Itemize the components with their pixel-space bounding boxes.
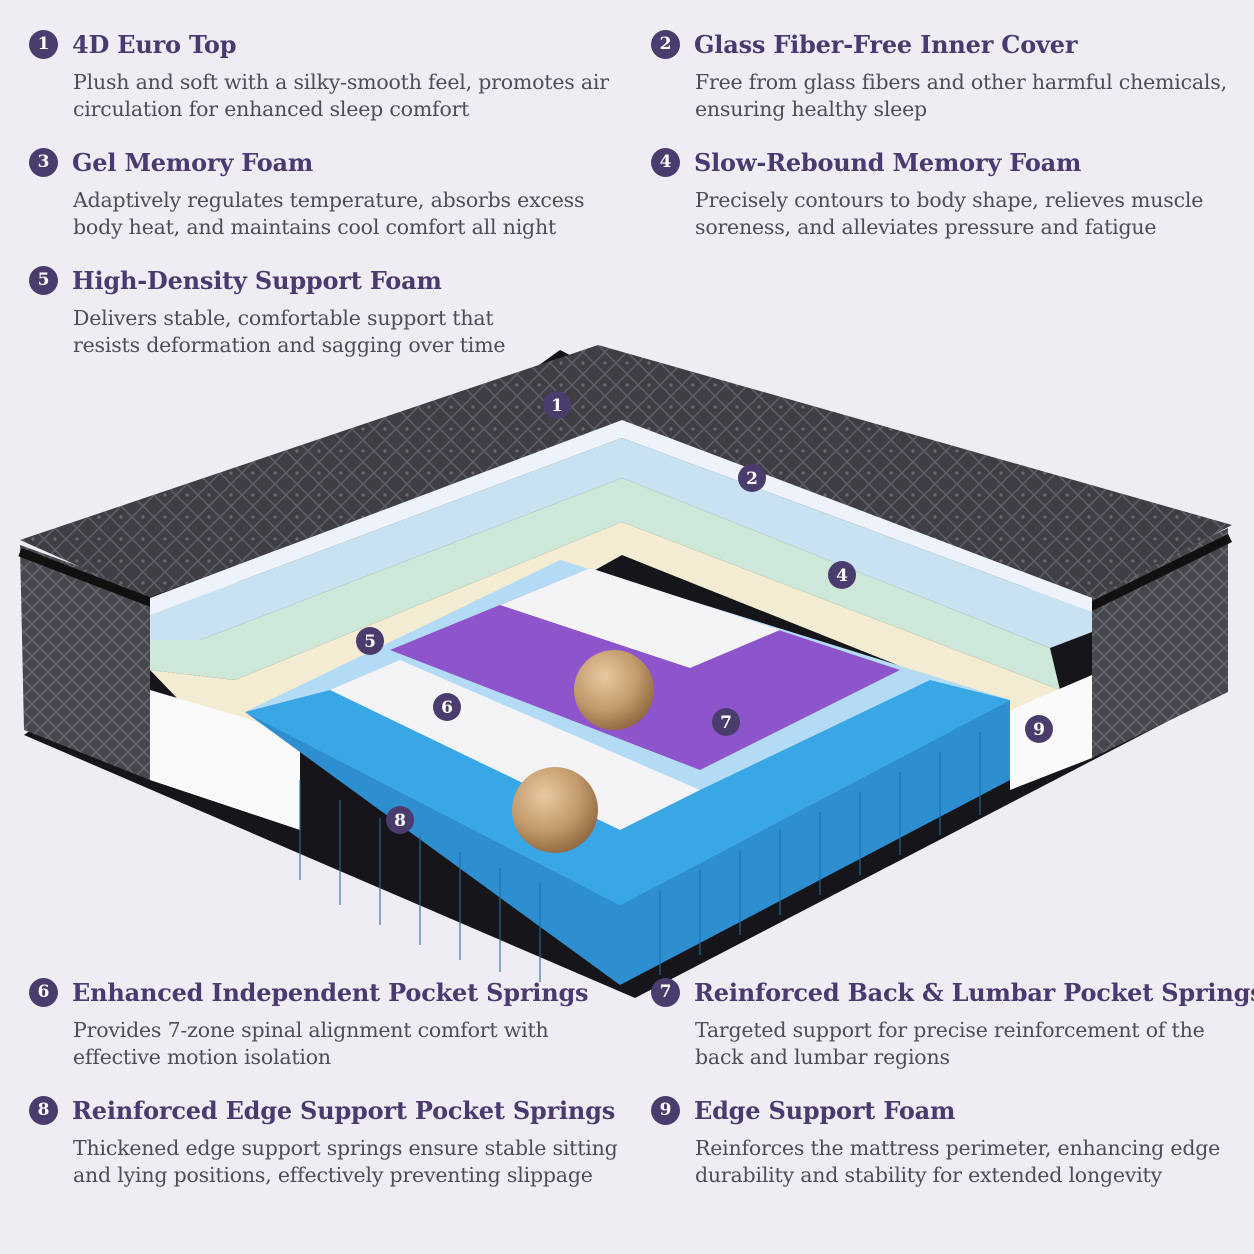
mattress-left-side [20, 545, 150, 780]
feature-title: Enhanced Independent Pocket Springs [72, 977, 589, 1007]
wooden-ball-back [574, 650, 654, 730]
marker-9: 9 [1025, 715, 1053, 743]
svg-text:8: 8 [394, 811, 406, 831]
feature-9: 9 Edge Support Foam Reinforces the mattre… [651, 1093, 1246, 1189]
feature-title: Reinforced Back & Lumbar Pocket Springs [694, 977, 1254, 1007]
svg-text:4: 4 [836, 566, 848, 586]
feature-description: Targeted support for precise reinforceme… [695, 1018, 1205, 1069]
number-badge-2: 2 [651, 29, 680, 59]
marker-2: 2 [738, 464, 766, 492]
springs-white-zone [500, 568, 780, 668]
layer-gel-foam [150, 438, 1092, 648]
feature-description: Adaptively regulates temperature, absorb… [73, 188, 585, 239]
feature-description: Plush and soft with a silky-smooth feel,… [73, 70, 609, 121]
feature-5: 5 High-Density Support Foam Delivers stab… [29, 263, 549, 359]
svg-text:2: 2 [746, 469, 758, 489]
euro-top-cover [20, 345, 1232, 598]
springs-white-zone-front [330, 660, 700, 830]
feature-description: Free from glass fibers and other harmful… [695, 70, 1227, 121]
number-badge-6: 6 [29, 977, 58, 1007]
feature-title: Gel Memory Foam [72, 147, 314, 177]
feature-description: Reinforces the mattress perimeter, enhan… [695, 1136, 1221, 1187]
feature-description: Delivers stable, comfortable support tha… [73, 306, 506, 357]
marker-6: 6 [433, 693, 461, 721]
feature-description: Thickened edge support springs ensure st… [73, 1136, 618, 1187]
svg-text:6: 6 [441, 698, 453, 718]
feature-title: High-Density Support Foam [72, 265, 442, 295]
feature-4: 4 Slow-Rebound Memory Foam Precisely cont… [651, 145, 1241, 241]
feature-7: 7 Reinforced Back & Lumbar Pocket Springs… [651, 975, 1254, 1071]
feature-3: 3 Gel Memory Foam Adaptively regulates te… [29, 145, 609, 241]
number-badge-3: 3 [29, 147, 58, 177]
feature-title: Edge Support Foam [694, 1095, 956, 1125]
marker-4: 4 [828, 561, 856, 589]
marker-7: 7 [712, 708, 740, 736]
feature-1: 1 4D Euro Top Plush and soft with a silky… [29, 27, 609, 123]
feature-6: 6 Enhanced Independent Pocket Springs Pro… [29, 975, 609, 1071]
feature-title: 4D Euro Top [72, 29, 237, 59]
number-badge-8: 8 [29, 1095, 58, 1125]
marker-5: 5 [356, 627, 384, 655]
feature-title: Reinforced Edge Support Pocket Springs [72, 1095, 616, 1125]
wooden-ball-front [512, 767, 598, 853]
marker-1: 1 [543, 391, 571, 419]
feature-description: Provides 7-zone spinal alignment comfort… [73, 1018, 549, 1069]
springs-blue-edge-top [245, 680, 1010, 905]
feature-title: Glass Fiber-Free Inner Cover [694, 29, 1078, 59]
feature-2: 2 Glass Fiber-Free Inner Cover Free from … [651, 27, 1251, 123]
layer-memory-foam [150, 478, 1060, 690]
feature-title: Slow-Rebound Memory Foam [694, 147, 1082, 177]
number-badge-7: 7 [651, 977, 680, 1007]
svg-text:7: 7 [720, 713, 732, 733]
marker-8: 8 [386, 806, 414, 834]
svg-text:9: 9 [1033, 720, 1045, 740]
number-badge-5: 5 [29, 265, 58, 295]
number-badge-1: 1 [29, 29, 58, 59]
edge-foam-left [150, 690, 300, 830]
svg-text:1: 1 [551, 396, 563, 416]
feature-description: Precisely contours to body shape, reliev… [695, 188, 1204, 239]
number-badge-4: 4 [651, 147, 680, 177]
svg-text:5: 5 [364, 632, 376, 652]
number-badge-9: 9 [651, 1095, 680, 1125]
